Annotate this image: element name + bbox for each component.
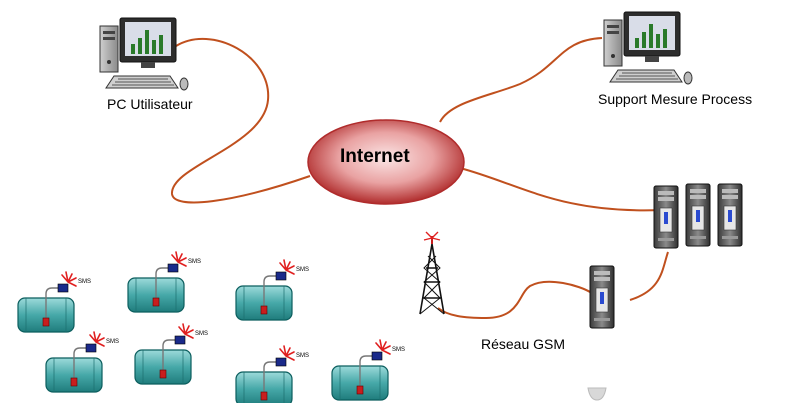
sms-label: SMS: [296, 353, 309, 359]
cable-servers-gsm: [629, 251, 669, 301]
server-icon: [653, 185, 679, 249]
sms-label: SMS: [195, 331, 208, 337]
cable-pc-internet: [170, 37, 311, 204]
pc-user-label: PC Utilisateur: [107, 96, 193, 112]
sms-label: SMS: [392, 347, 405, 353]
small-bowl-icon: [587, 387, 607, 401]
cable-internet-servers: [459, 167, 663, 212]
tank-icon: [331, 339, 391, 401]
support-pc-icon: [603, 11, 693, 85]
sms-label: SMS: [106, 339, 119, 345]
pc-icon: [99, 17, 189, 91]
server-icon: [685, 183, 711, 247]
tank-icon: [235, 259, 295, 321]
cable-gsm-modem-antenna: [437, 280, 591, 320]
tank-group: [17, 251, 391, 403]
tank-icon: [134, 323, 194, 385]
cables: [170, 37, 669, 320]
internet-cloud: [307, 119, 465, 205]
tank-icon: [17, 271, 77, 333]
tank-icon: [127, 251, 187, 313]
sms-label: SMS: [78, 279, 91, 285]
tank-icon: [45, 331, 105, 393]
server-cluster: [653, 183, 743, 249]
sms-labels: SMS SMS SMS SMS SMS SMS SMS: [78, 259, 405, 359]
sms-label: SMS: [296, 267, 309, 273]
gsm-modem-icon: [589, 265, 615, 329]
internet-label: Internet: [340, 146, 410, 167]
server-icon: [717, 183, 743, 247]
gsm-network-label: Réseau GSM: [481, 336, 566, 352]
sms-label: SMS: [188, 259, 201, 265]
support-label: Support Mesure Process: [598, 91, 753, 107]
gsm-antenna-icon: [419, 231, 445, 315]
tank-icon: [235, 345, 295, 403]
cable-support-internet: [439, 37, 603, 123]
